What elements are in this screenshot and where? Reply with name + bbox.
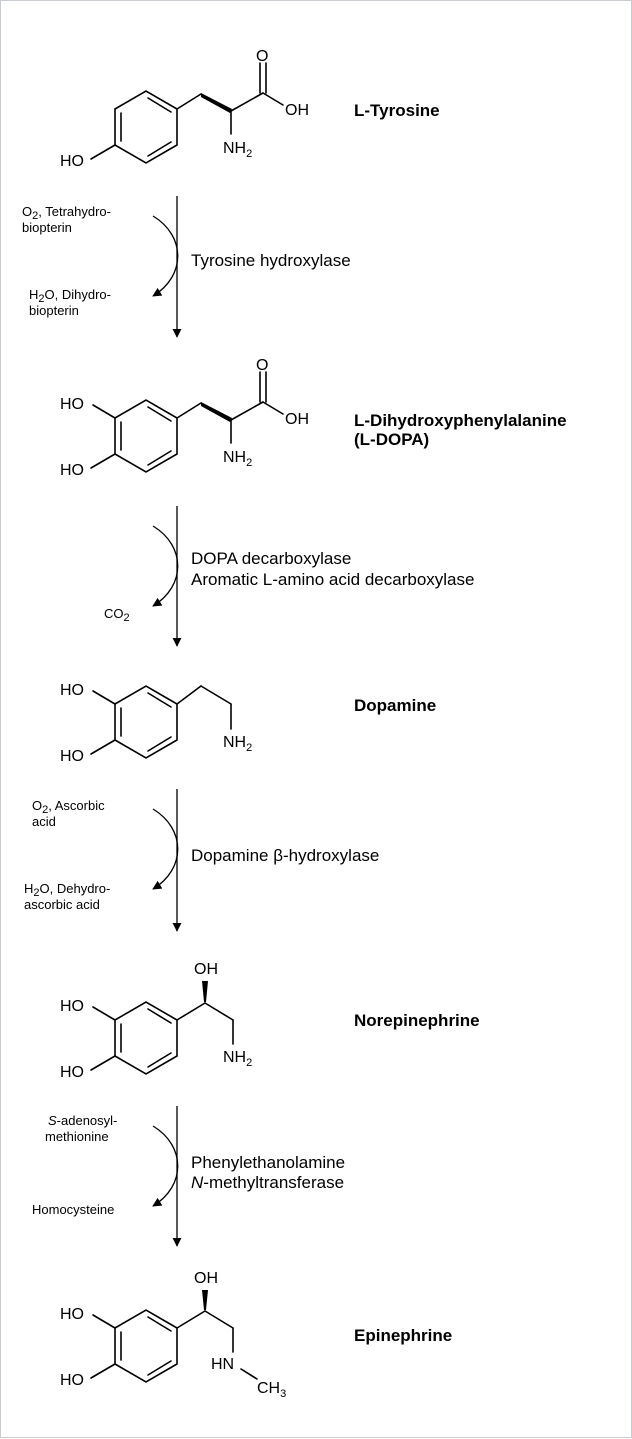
enzyme-label: Tyrosine hydroxylase xyxy=(191,251,351,270)
cofactor-curve-arrow xyxy=(152,808,179,890)
cofactor-in-line2: methionine xyxy=(45,1129,109,1144)
atom-label: HN xyxy=(211,1356,234,1373)
norepinephrine-structure: OH HO HO NH2 xyxy=(60,961,252,1081)
cofactor-curve-arrow xyxy=(152,1125,179,1207)
methyl-label: CH3 xyxy=(257,1380,286,1400)
cofactor-out-line2: biopterin xyxy=(29,303,79,318)
cofactor-out: H2O, Dihydro- xyxy=(29,287,111,305)
amine-label: NH2 xyxy=(223,1049,252,1069)
compound-name-l-dopa-abbrev: (L-DOPA) xyxy=(354,430,429,449)
cofactor-in: O2, Tetrahydro- xyxy=(22,204,111,222)
atom-label: O xyxy=(256,48,268,65)
enzyme-label: DOPA decarboxylase xyxy=(191,549,351,568)
reaction-step-2: CO2 DOPA decarboxylase Aromatic L-amino … xyxy=(104,506,474,647)
cofactor-curve-arrow xyxy=(152,215,179,297)
atom-label: HO xyxy=(60,998,84,1015)
benzene-ring xyxy=(114,685,178,759)
atom-label: OH xyxy=(285,102,309,119)
enzyme-label: Aromatic L-amino acid decarboxylase xyxy=(191,570,474,589)
cofactor-curve-arrow xyxy=(152,525,179,607)
tyrosine-structure: O OH HO NH2 xyxy=(60,48,309,170)
atom-label: OH xyxy=(285,411,309,428)
atom-label: HO xyxy=(60,153,84,170)
atom-label: O xyxy=(256,357,268,374)
cofactor-in-line2: acid xyxy=(32,814,56,829)
atom-label: HO xyxy=(60,1372,84,1389)
compound-name-epinephrine: Epinephrine xyxy=(354,1326,452,1345)
benzene-ring xyxy=(114,1001,178,1075)
reaction-step-4: S-adenosyl- methionine Homocysteine Phen… xyxy=(32,1106,345,1247)
reaction-step-3: O2, Ascorbic acid H2O, Dehydro- ascorbic… xyxy=(24,789,379,932)
amine-label: NH2 xyxy=(223,140,252,160)
benzene-ring xyxy=(114,90,178,164)
enzyme-label: Dopamine β-hydroxylase xyxy=(191,846,379,865)
atom-label: OH xyxy=(194,961,218,978)
cofactor-out: CO2 xyxy=(104,606,130,624)
cofactor-out: Homocysteine xyxy=(32,1202,114,1217)
compound-name-dopamine: Dopamine xyxy=(354,696,436,715)
wedge-bond xyxy=(202,981,208,1002)
wedge-bond xyxy=(201,93,232,113)
compound-name-tyrosine: L-Tyrosine xyxy=(354,101,440,120)
atom-label: HO xyxy=(60,396,84,413)
atom-label: HO xyxy=(60,1064,84,1081)
compound-name-l-dopa: L-Dihydroxyphenylalanine xyxy=(354,411,567,430)
ho-bond xyxy=(90,144,116,160)
cofactor-in-line2: biopterin xyxy=(22,220,72,235)
cofactor-out: H2O, Dehydro- xyxy=(24,881,110,899)
atom-label: HO xyxy=(60,1306,84,1323)
wedge-bond xyxy=(201,402,232,422)
cofactor-in: O2, Ascorbic xyxy=(32,798,105,816)
enzyme-label: Phenylethanolamine xyxy=(191,1153,345,1172)
atom-label: HO xyxy=(60,682,84,699)
amine-label: NH2 xyxy=(223,449,252,469)
reaction-step-1: O2, Tetrahydro- biopterin H2O, Dihydro- … xyxy=(22,196,351,338)
cofactor-in: S-adenosyl- xyxy=(48,1113,117,1128)
compound-name-norepinephrine: Norepinephrine xyxy=(354,1011,480,1030)
atom-label: HO xyxy=(60,748,84,765)
cofactor-out-line2: ascorbic acid xyxy=(24,897,100,912)
benzene-ring xyxy=(114,1309,178,1383)
epinephrine-structure: OH HO HO HN CH3 xyxy=(60,1270,286,1400)
atom-label: HO xyxy=(60,462,84,479)
benzene-ring xyxy=(114,399,178,473)
dopamine-structure: HO HO NH2 xyxy=(60,682,252,765)
enzyme-label: N-methyltransferase xyxy=(191,1173,344,1192)
amine-label: NH2 xyxy=(223,734,252,754)
l-dopa-structure: O OH HO HO NH2 xyxy=(60,357,309,479)
wedge-bond xyxy=(202,1290,208,1310)
atom-label: OH xyxy=(194,1270,218,1287)
